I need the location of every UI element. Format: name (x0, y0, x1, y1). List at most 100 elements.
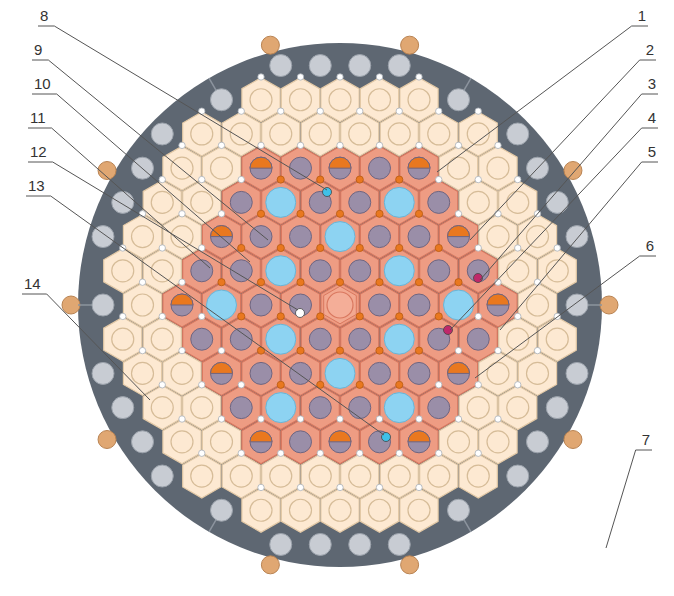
reflector-channel-small (495, 142, 501, 148)
control-rod (444, 290, 474, 320)
fuel-element (250, 294, 272, 316)
experimental-channel (218, 279, 225, 286)
reflector-assembly (538, 249, 576, 293)
reflector-channel (92, 226, 114, 248)
reflector-channel-small (554, 245, 560, 251)
experimental-channel (415, 279, 422, 286)
experimental-channel (336, 279, 343, 286)
leader-line (437, 26, 648, 172)
reflector-bore (408, 499, 430, 521)
fuel-element (408, 362, 430, 384)
reflector-channel (309, 533, 331, 555)
fuel-element (230, 191, 252, 213)
reflector-channel (448, 499, 470, 521)
reflector-bore (151, 191, 173, 213)
reflector-bore (211, 157, 233, 179)
fuel-element (309, 397, 331, 419)
fuel-element (349, 191, 371, 213)
reflector-channel-small (258, 142, 264, 148)
reflector-channel (546, 191, 568, 213)
reflector-channel (211, 499, 233, 521)
reflector-bore (151, 328, 173, 350)
experimental-channel (455, 279, 462, 286)
reflector-channel-small (120, 313, 126, 319)
fuel-element (309, 260, 331, 282)
callout-number: 7 (642, 432, 650, 448)
leader-line (22, 294, 150, 400)
control-rod (384, 256, 414, 286)
leader-line (32, 60, 268, 240)
fuel-element (230, 397, 252, 419)
reflector-channel-small (495, 211, 501, 217)
reflector-bore (388, 465, 410, 487)
experimental-channel (297, 279, 304, 286)
experimental-channel (297, 210, 304, 217)
shim-rod (211, 362, 233, 384)
reflector-channel-small (199, 450, 205, 456)
experimental-channel (435, 313, 442, 320)
reflector-channel-small (199, 313, 205, 319)
reflector-bore (349, 123, 371, 145)
leader-line (475, 256, 656, 378)
reflector-channel-small (475, 176, 481, 182)
fuel-element (369, 362, 391, 384)
reflector-channel-small (515, 382, 521, 388)
reflector-channel-small (396, 108, 402, 114)
reflector-channel-small (238, 382, 244, 388)
fuel-element (428, 191, 450, 213)
reflector-channel (349, 55, 371, 77)
reflector-bore (270, 465, 292, 487)
leader-line (26, 196, 384, 435)
shim-rod (408, 431, 430, 453)
reflector-channel-small (278, 108, 284, 114)
fuel-element (250, 362, 272, 384)
callout-number: 13 (28, 178, 45, 194)
experimental-channel (317, 244, 324, 251)
reflector-channel-small (436, 450, 442, 456)
experimental-channel (277, 176, 284, 183)
reflector-bore (369, 499, 391, 521)
control-rod (384, 324, 414, 354)
reflector-bore (132, 226, 154, 248)
fuel-element (467, 328, 489, 350)
reflector-channel-small (139, 279, 145, 285)
reflector-channel-small (238, 450, 244, 456)
reflector-channel-small (337, 416, 343, 422)
experimental-channel (396, 313, 403, 320)
reflector-bore (487, 431, 509, 453)
fuel-element (369, 431, 391, 453)
reflector-bore (132, 362, 154, 384)
fuel-element (309, 328, 331, 350)
reflector-channel-small (179, 347, 185, 353)
reflector-channel-small (475, 313, 481, 319)
reflector-bore (527, 362, 549, 384)
control-rod (325, 358, 355, 388)
reflector-channel-small (258, 416, 264, 422)
control-rod (266, 393, 296, 423)
central-channel (324, 286, 357, 324)
leader-line (28, 162, 298, 310)
reflector-channel-small (159, 313, 165, 319)
reflector-bore (290, 89, 312, 111)
reflector-channel-small (159, 176, 165, 182)
experimental-channel (376, 279, 383, 286)
reflector-channel-small (515, 245, 521, 251)
shim-rod (487, 294, 509, 316)
reflector-channel (270, 533, 292, 555)
callout-number: 10 (34, 76, 51, 92)
reflector-bore (369, 89, 391, 111)
reflector-channel-small (396, 450, 402, 456)
reflector-assembly (538, 317, 576, 361)
reflector-bore (171, 362, 193, 384)
reflector-bore (349, 465, 371, 487)
reflector-channel (270, 55, 292, 77)
reflector-channel-small (258, 74, 264, 80)
reflector-channel (112, 191, 134, 213)
reflector-bore (270, 123, 292, 145)
fuel-element (369, 294, 391, 316)
experimental-channel (336, 347, 343, 354)
experimental-channel (376, 210, 383, 217)
reflector-channel-small (416, 484, 422, 490)
callout-number: 5 (648, 144, 656, 160)
